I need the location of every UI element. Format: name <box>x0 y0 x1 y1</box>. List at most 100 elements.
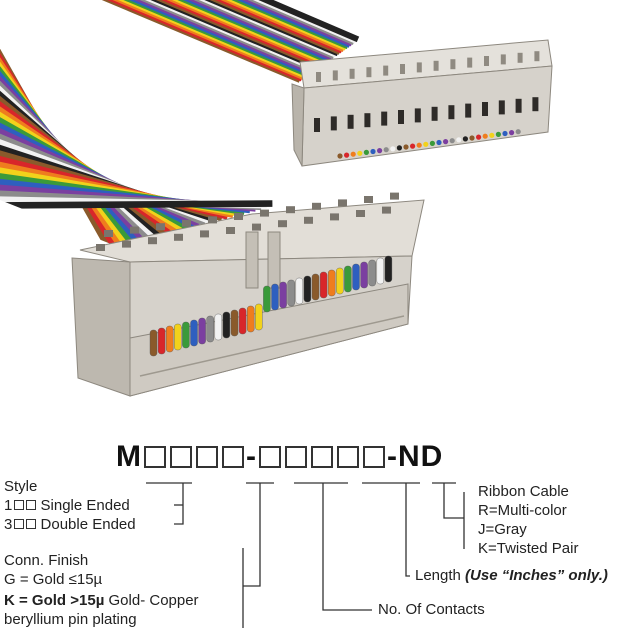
style-option-double: 3 Double Ended <box>4 516 136 534</box>
connector-slot <box>364 113 371 128</box>
digit-square <box>26 519 37 529</box>
contact-dot <box>502 130 508 137</box>
connector-hole <box>148 237 157 245</box>
connector-hole <box>208 216 217 224</box>
style-option-label: Single Ended <box>40 497 130 514</box>
cable-wire-end <box>303 275 312 303</box>
cable-wire-end <box>344 265 352 293</box>
cable-wire <box>255 0 360 43</box>
connector-hole <box>286 206 295 214</box>
connector-hole <box>122 240 131 248</box>
cable-wire-end <box>255 303 263 331</box>
connector-hole <box>260 209 269 217</box>
cable-wire-end <box>295 277 303 305</box>
contact-dot <box>370 148 376 155</box>
contact-dot <box>357 150 363 156</box>
cable-wire-end <box>182 321 190 349</box>
cable-wire-end <box>190 319 198 347</box>
connector-near <box>71 192 425 397</box>
ribbon-option-j: J=Gray <box>478 521 527 538</box>
connector-slot <box>416 62 422 73</box>
contacts-box <box>222 446 244 468</box>
cable-wire-end <box>360 261 368 289</box>
part-number-prefix: M <box>116 440 142 473</box>
connector-hole <box>338 199 347 207</box>
contact-dot <box>337 153 343 159</box>
length-note: (Use “Inches” only.) <box>465 567 608 584</box>
connector-hole <box>390 192 399 200</box>
connector-hole <box>96 244 105 251</box>
part-number-separator: - <box>387 440 398 473</box>
cable-wire-end <box>238 307 247 335</box>
connector-slot <box>500 54 506 65</box>
connector-hole <box>356 210 365 217</box>
cable-wire-end <box>279 281 287 309</box>
connector-slot <box>330 116 337 131</box>
contact-dot <box>482 133 488 139</box>
cable-wire-end <box>328 269 336 297</box>
contact-dot <box>509 130 515 136</box>
cable-wire-end <box>376 257 384 285</box>
connector-slot <box>349 68 355 79</box>
contact-dot <box>344 152 350 158</box>
style-option-code: 3 <box>4 516 13 533</box>
connector-slot <box>383 65 389 76</box>
ribbon-heading: Ribbon Cable <box>478 483 569 500</box>
finish-heading: Conn. Finish <box>4 552 89 569</box>
length-box <box>337 446 359 468</box>
contact-dot <box>495 131 501 137</box>
digit-square <box>14 500 25 510</box>
connector-slot <box>414 108 421 123</box>
contact-dot <box>416 142 422 148</box>
connector-slot <box>398 110 404 124</box>
contact-dot <box>390 146 396 152</box>
ribbon-box <box>363 446 385 468</box>
connector-slot <box>450 59 456 70</box>
cable-wire-end <box>174 323 182 351</box>
cable-wire-end <box>368 259 376 287</box>
finish-option-k-text: Gold- Copper <box>104 592 199 609</box>
cable-wire-end <box>352 263 360 291</box>
contact-dot <box>515 129 521 135</box>
connector-far <box>291 39 553 167</box>
contact-dot <box>462 136 468 142</box>
connector-slot <box>498 100 505 115</box>
connector-slot <box>465 103 472 118</box>
cable-wire-end <box>246 305 255 333</box>
cable-wire-end <box>149 329 158 357</box>
contacts-label: No. Of Contacts <box>378 601 485 618</box>
connector-hole <box>182 219 191 227</box>
cable-wire-end <box>319 271 328 299</box>
connector-slot <box>532 97 539 112</box>
connector-hole <box>174 233 183 241</box>
connector-hole <box>330 213 339 221</box>
connector-slot <box>517 52 523 63</box>
cable-wire <box>0 200 273 209</box>
cable-wire-end <box>271 283 279 311</box>
finish-option-k-code: K = Gold >15µ <box>4 592 105 609</box>
connector-slot <box>467 57 473 68</box>
connector-hole <box>304 216 313 224</box>
finish-box <box>170 446 192 468</box>
legend-leader-lines <box>146 482 465 628</box>
finish-option-k-text-2: beryllium pin plating <box>4 611 137 628</box>
connector-hole <box>382 206 391 214</box>
cable-wire-end <box>336 267 344 295</box>
connector-hole <box>364 196 373 203</box>
connector-slot <box>332 70 338 81</box>
contact-dot <box>350 151 356 157</box>
contact-dot <box>410 143 416 149</box>
connector-hole <box>200 230 209 238</box>
cable-wire-end <box>214 313 223 341</box>
connector-slot <box>515 98 522 113</box>
contacts-box <box>196 446 218 468</box>
contact-dot <box>469 135 475 141</box>
ribbon-cable-lower <box>0 22 273 252</box>
connector-slot <box>347 114 354 129</box>
cable-wire-end <box>384 255 393 283</box>
connector-slot <box>534 51 540 62</box>
part-number-suffix: ND <box>398 440 444 473</box>
style-option-code: 1 <box>4 497 13 514</box>
cable-wire-end <box>230 309 239 337</box>
